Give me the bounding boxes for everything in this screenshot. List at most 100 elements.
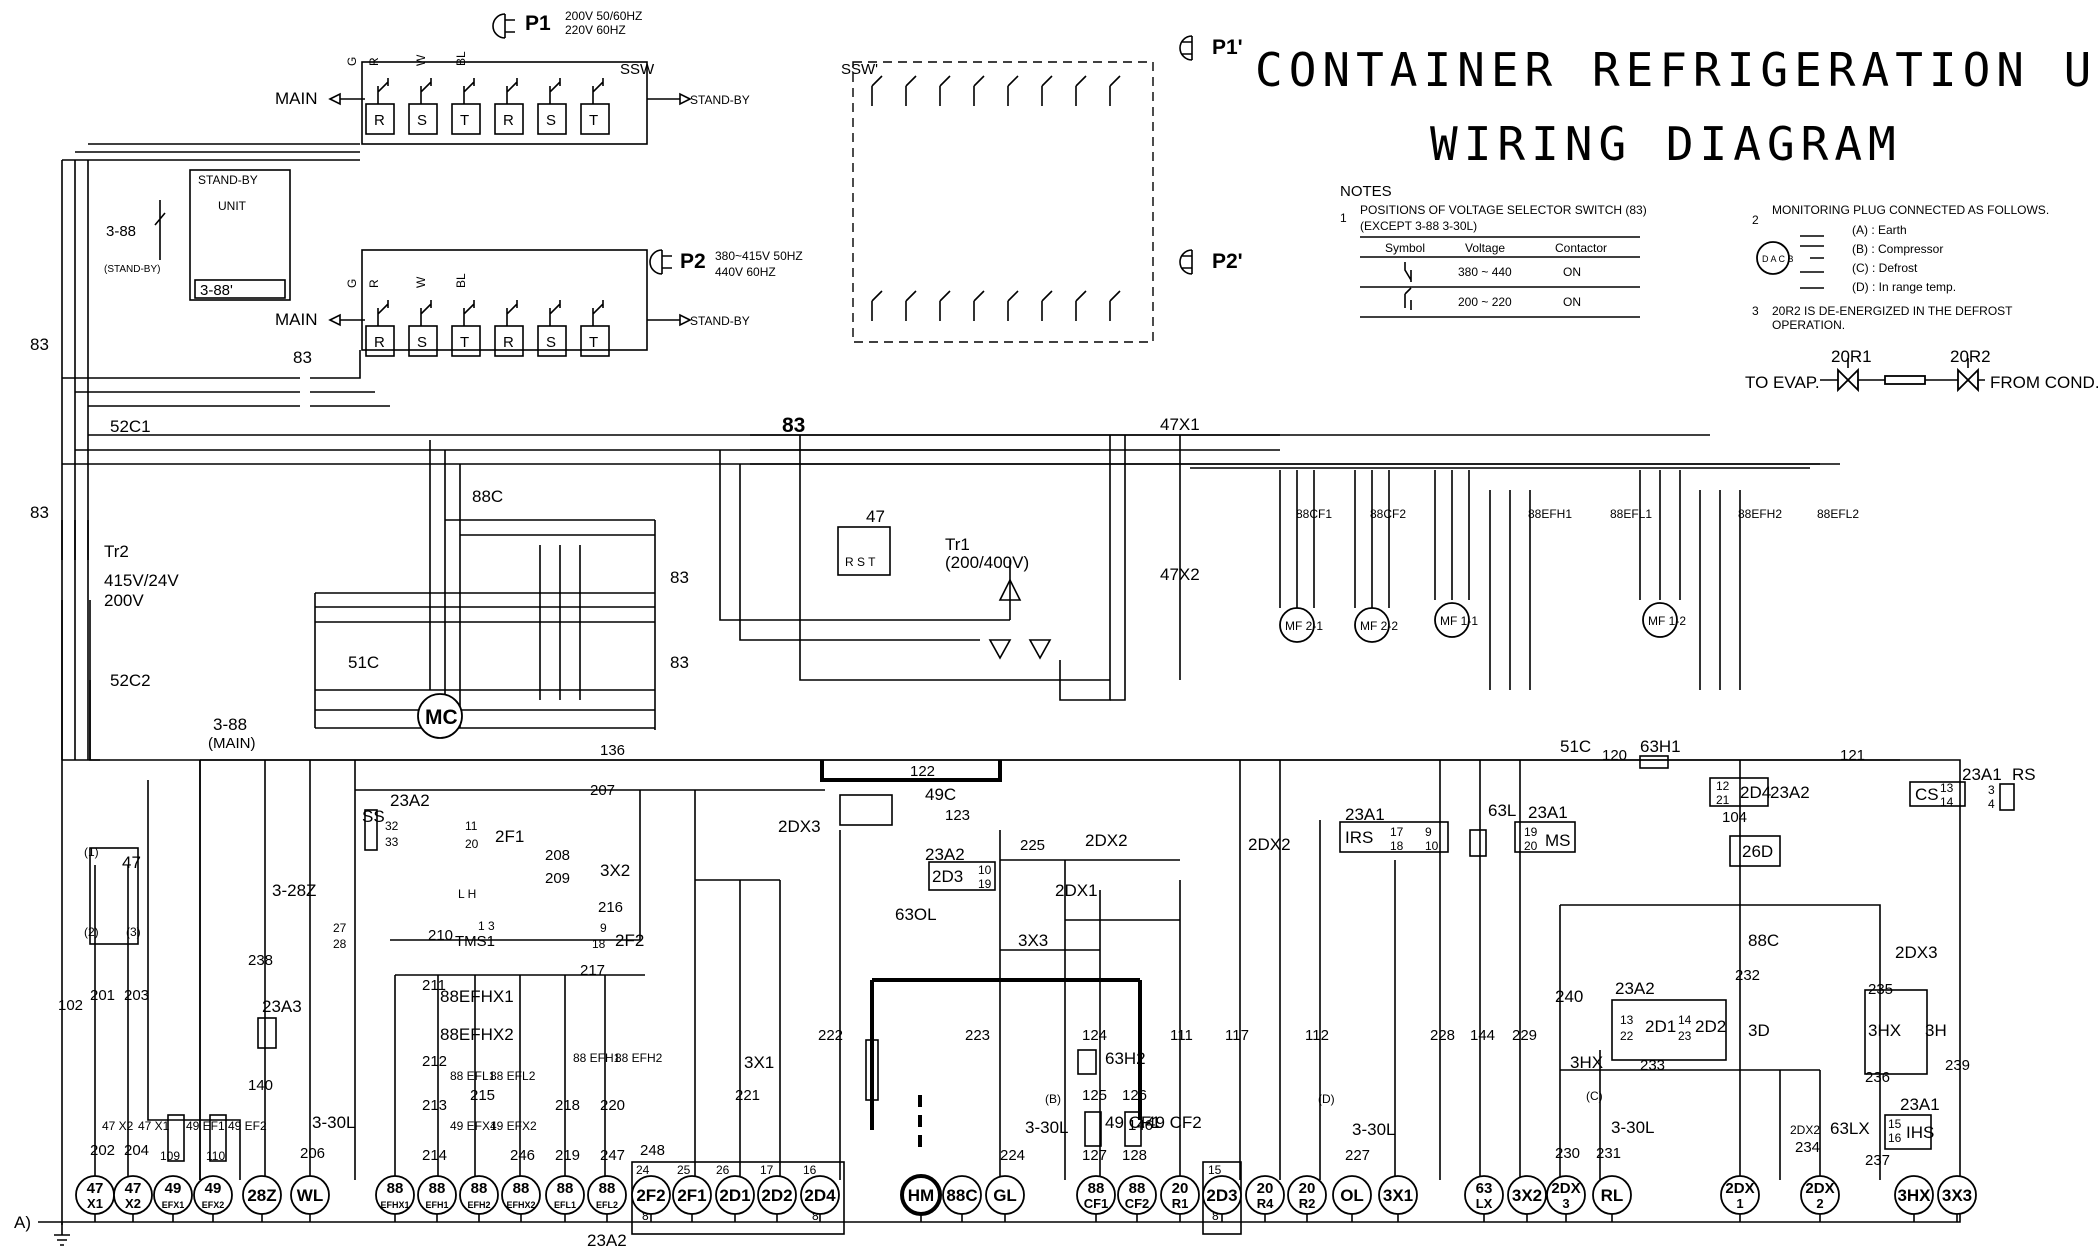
standby-3-88-label: 3-88: [106, 223, 136, 240]
coil-label-bottom: EFH2: [467, 1200, 490, 1210]
relay-3d-contact-label: 3D: [1748, 1021, 1770, 1040]
coil-label-top: 47: [87, 1180, 104, 1197]
from-cond-label: FROM COND.: [1990, 373, 2098, 392]
thermostat-26d-label: 26D: [1742, 842, 1773, 861]
coil-label-top: 28Z: [247, 1186, 276, 1205]
coil-label-bottom: EFL1: [554, 1200, 576, 1210]
wire-214-label: 214: [422, 1147, 447, 1164]
wire-210-label: 210: [428, 927, 453, 944]
relay-2dx2-contact-label: 2DX2: [1085, 831, 1128, 850]
term-11: 11: [465, 819, 478, 833]
tms1-l-h: L H: [458, 887, 476, 901]
controller-23a1-label-1: 23A1: [1345, 805, 1385, 824]
upper-labels: 83 83 83 83 83 83 52C1 52C2 88C Tr2 415V…: [30, 335, 1859, 739]
wire-121-label: 121: [1840, 747, 1865, 764]
coil-label-bottom: EFHX1: [380, 1200, 409, 1210]
wire-228-label: 228: [1430, 1027, 1455, 1044]
ssw-prime-label: SSW': [841, 61, 878, 78]
wire-144-label: 144: [1470, 1027, 1495, 1044]
plug-p1-voltage-2: 220V 60HZ: [565, 23, 626, 37]
note-2-number: 2: [1752, 213, 1759, 227]
note-1-text-b: (EXCEPT 3-88 3-30L): [1360, 219, 1477, 233]
coil-label-bottom: X2: [125, 1196, 141, 1211]
relay-2dx2-contact-label-2: 2DX2: [1248, 835, 1291, 854]
coil-label-top: 2F1: [677, 1186, 706, 1205]
plug-p2-voltage-2: 440V 60HZ: [715, 265, 776, 279]
relay-2dx3-contact-label-2: 2DX3: [1895, 943, 1938, 962]
relay-3hx-contact-label: 3HX: [1570, 1053, 1603, 1072]
plug-p1-label: P1: [525, 12, 551, 35]
overload-49efx2-label: 49 EFX2: [490, 1119, 537, 1133]
switch-3-88-main-label: 3-88: [213, 715, 247, 734]
plug-p1-voltage-1: 200V 50/60HZ: [565, 9, 642, 23]
transformer-tr1-rating: (200/400V): [945, 553, 1029, 572]
wire-102-label: 102: [58, 997, 83, 1014]
coil-label-top: RL: [1601, 1186, 1624, 1205]
coil-label-top: 2DX: [1551, 1180, 1580, 1197]
selector-switch-ssw: [361, 61, 648, 145]
wire-217-label: 217: [580, 962, 605, 979]
controller-2d2-label: 2D2: [1695, 1017, 1726, 1036]
note-table-row1-voltage: 380 ~ 440: [1458, 265, 1512, 279]
term-20: 20: [465, 837, 479, 851]
transformer-tr2-label: Tr2: [104, 542, 129, 561]
term-47-1: (1): [84, 845, 99, 859]
wire-235-label: 235: [1868, 981, 1893, 998]
fan-motor-mf11-label: MF 1-1: [1440, 614, 1478, 628]
controller-2d1-label: 2D1: [1645, 1017, 1676, 1036]
terminal-26: 26: [716, 1163, 730, 1177]
plug-p1-prime-icon: [1179, 35, 1193, 61]
selector-ss-32: 32: [385, 819, 399, 833]
coil-label-top: 88: [429, 1180, 446, 1197]
ssw-phase-label: R: [503, 112, 514, 129]
wire-218-label: 218: [555, 1097, 580, 1114]
wire-213-label: 213: [422, 1097, 447, 1114]
standby-label-top: STAND-BY: [690, 93, 750, 107]
coil-label-top: 63: [1476, 1180, 1493, 1197]
wire-220-label: 220: [600, 1097, 625, 1114]
overload-49ef2-label: 49 EF2: [228, 1119, 267, 1133]
monitor-b-label: (B): [1045, 1092, 1061, 1106]
terminal-17: 17: [760, 1163, 774, 1177]
note-3-text-a: 20R2 IS DE-ENERGIZED IN THE DEFROST: [1772, 304, 2013, 318]
coil-label-top: 20: [1299, 1180, 1316, 1197]
contactor-88c-ctrl-label: 88C: [1748, 931, 1779, 950]
coil-label-top: 2F2: [636, 1186, 665, 1205]
wire-201-label: 201: [90, 987, 115, 1004]
compressor-motor-mc-icon: [417, 693, 463, 739]
relay-3x1-contact-label: 3X1: [744, 1053, 774, 1072]
wire-234-label: 234: [1795, 1139, 1820, 1156]
monitor-d-label: (D): [1318, 1092, 1335, 1106]
relay-3x3-contact-label: 3X3: [1018, 931, 1048, 950]
note-table-header-symbol: Symbol: [1385, 241, 1425, 255]
ssw-column-label: G: [345, 279, 359, 288]
wire-204-label: 204: [124, 1142, 149, 1159]
term-10b: 10: [1425, 839, 1439, 853]
coil-label-top: 88: [599, 1180, 616, 1197]
overload-49c-label: 49C: [925, 785, 956, 804]
coil-label-top: 2D2: [761, 1186, 792, 1205]
wire-224-label: 224: [1000, 1147, 1025, 1164]
term-28: 28: [333, 937, 347, 951]
phase-relay-47-ctrl-label: 47: [122, 853, 141, 872]
coil-label-top: 3X1: [1383, 1186, 1413, 1205]
notes-heading: NOTES: [1340, 183, 1392, 200]
term-14: 14: [1940, 795, 1954, 809]
note-3-text-b: OPERATION.: [1772, 318, 1845, 332]
term-18b: 18: [1390, 839, 1404, 853]
wire-109-label: 109: [160, 1149, 180, 1163]
ssw-phase-label: T: [589, 112, 598, 129]
plug-p1-icon: [492, 13, 515, 39]
note-table-row2-contactor: ON: [1563, 295, 1581, 309]
relay-2dx3-contact-label: 2DX3: [778, 817, 821, 836]
fan-motor-mf12-icon: [1642, 602, 1678, 638]
coil-label-top: 2D3: [1206, 1186, 1237, 1205]
wire-236-label: 236: [1865, 1069, 1890, 1086]
fan-motor-mf12-label: MF 1-2: [1648, 614, 1686, 628]
plug-p2-icon: [649, 249, 672, 275]
note-3-number: 3: [1752, 304, 1759, 318]
term-47-2: (2): [84, 925, 99, 939]
wire-240-label: 240: [1555, 987, 1583, 1006]
term-22: 22: [1620, 1029, 1634, 1043]
